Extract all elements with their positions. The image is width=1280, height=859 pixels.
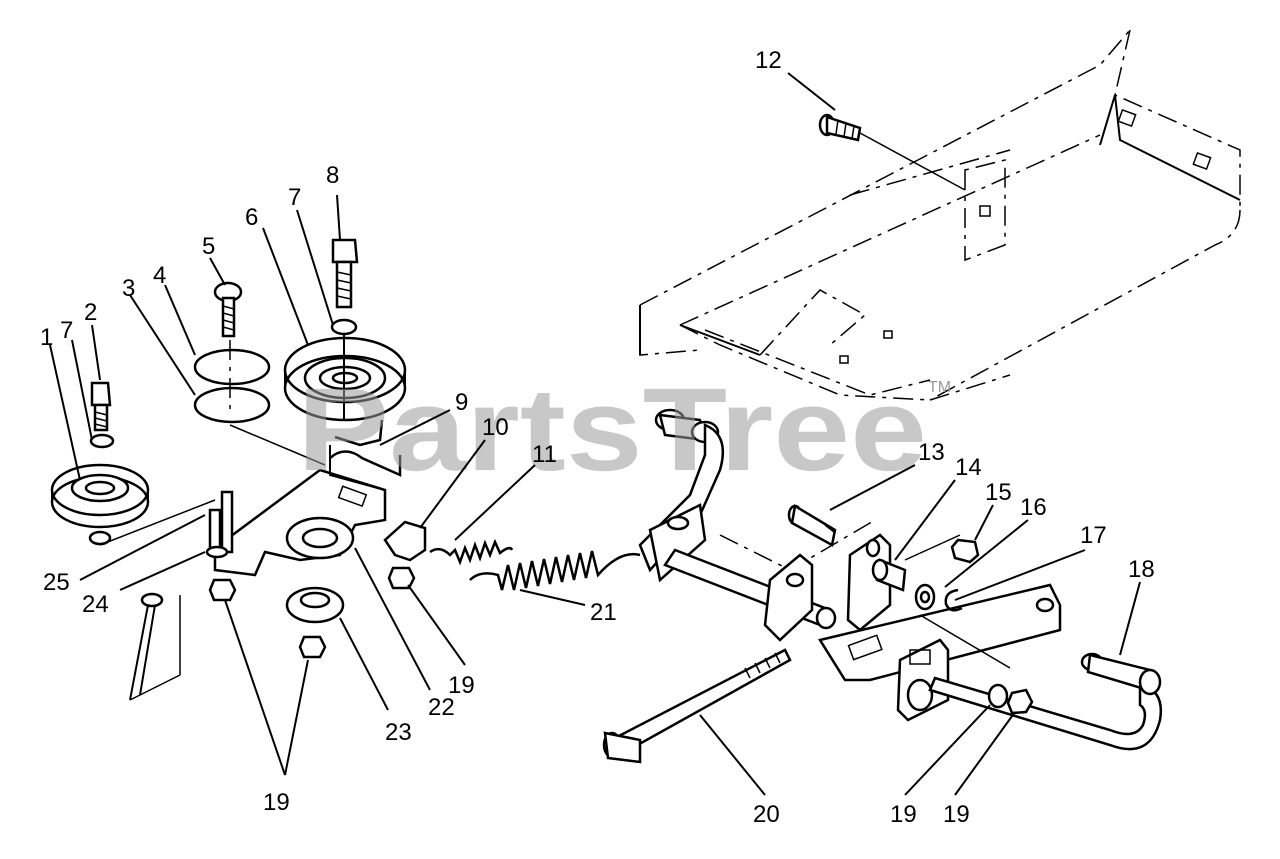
nut-15 (950, 538, 980, 564)
callout-4: 4 (153, 262, 166, 289)
clip-17 (944, 588, 963, 612)
pin-13 (787, 503, 837, 547)
bolt-12 (818, 113, 966, 191)
spacer-23 (285, 586, 345, 624)
crank-arm (638, 408, 725, 583)
callout-5: 5 (202, 233, 215, 260)
nut-19-b (298, 635, 327, 659)
nut-19-d (1006, 688, 1034, 715)
leader-lines (49, 72, 1141, 796)
callout-23: 23 (385, 719, 412, 746)
callout-8: 8 (326, 162, 339, 189)
washer-bottom-left (88, 530, 112, 546)
callout-12: 12 (755, 47, 782, 74)
spacer-lower (193, 386, 271, 424)
nut-19-a (208, 578, 237, 602)
bolt-small (90, 381, 112, 432)
callout-7-top: 7 (288, 184, 301, 211)
nut-19-c (387, 566, 416, 590)
stud-24-25 (205, 490, 234, 559)
spring-large (469, 550, 641, 591)
callout-24: 24 (82, 591, 109, 618)
callout-2: 2 (84, 299, 97, 326)
callout-9: 9 (455, 389, 468, 416)
callout-19-c: 19 (943, 801, 970, 828)
pulley-small (50, 463, 150, 529)
spacer-upper (193, 348, 271, 386)
callouts: 1 7 2 3 4 5 6 7 8 9 10 11 12 13 14 15 16… (40, 47, 1155, 828)
callout-10: 10 (482, 414, 509, 441)
pin-9 (334, 419, 384, 447)
carriage-bolt (213, 281, 243, 410)
deck-frame-outline (639, 29, 1241, 571)
mount-plate (763, 533, 1062, 682)
callout-17: 17 (1080, 522, 1107, 549)
washer-left (89, 433, 115, 449)
rod-20 (602, 648, 792, 764)
callout-19-a: 19 (263, 789, 290, 816)
idler-arm (213, 445, 402, 577)
callout-16: 16 (1020, 494, 1047, 521)
callout-18: 18 (1128, 556, 1155, 583)
callout-7-left: 7 (60, 317, 73, 344)
bracket-10 (383, 520, 427, 562)
callout-11: 11 (532, 441, 557, 468)
callout-25: 25 (43, 569, 70, 596)
callout-3: 3 (122, 275, 135, 302)
callout-1: 1 (40, 324, 53, 351)
callout-19-b: 19 (448, 672, 475, 699)
callout-7-right: 19 (890, 801, 917, 828)
pedal-shaft (928, 652, 1163, 751)
washer-right (987, 683, 1009, 709)
washer-16 (914, 583, 936, 611)
callout-15: 15 (985, 479, 1012, 506)
spring-small (429, 538, 514, 566)
trademark: TM (928, 379, 951, 396)
callout-13: 13 (918, 439, 945, 466)
callout-6: 6 (245, 204, 258, 231)
callout-22: 22 (428, 694, 455, 721)
bolt-large (331, 238, 359, 420)
stud-bottom-left (129, 592, 181, 701)
bushing-14 (871, 558, 907, 592)
washer-top (330, 318, 358, 336)
callout-20: 20 (753, 801, 780, 828)
watermark: PartsTree (297, 364, 927, 496)
callout-21: 21 (590, 599, 617, 626)
callout-14: 14 (955, 454, 982, 481)
lower-bracket (896, 638, 950, 722)
